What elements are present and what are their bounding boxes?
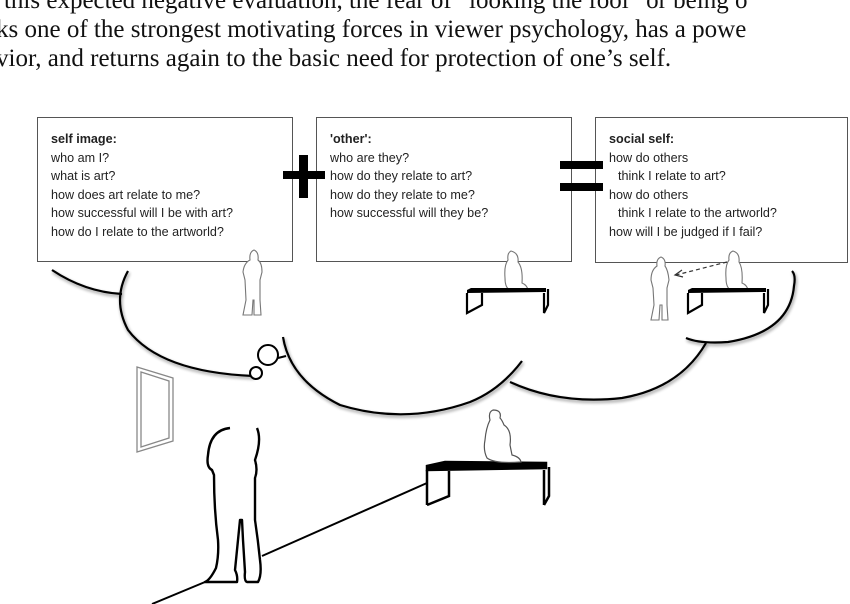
box-line: what is art? xyxy=(51,169,116,184)
bench xyxy=(425,460,551,507)
box-line: how do others xyxy=(609,150,689,165)
box-title: social self: xyxy=(609,132,675,146)
box-line: how do they relate to art? xyxy=(330,169,473,184)
box-line: how successful will they be? xyxy=(330,206,489,221)
box-line: who am I? xyxy=(51,150,110,165)
body-text-line: s this expected negative evaluation, the… xyxy=(0,0,748,14)
cloud-arc-left-top xyxy=(51,269,123,296)
viewer-silhouette xyxy=(203,426,262,584)
thought-cloud xyxy=(51,269,796,416)
social-self-box: social self: how do others think I relat… xyxy=(595,117,848,263)
cloud-arc-right-bottom xyxy=(509,342,707,401)
box-line: think I relate to art? xyxy=(618,169,726,184)
cloud-arc-left xyxy=(118,270,254,378)
box-line: how successful will I be with art? xyxy=(51,206,233,221)
box-line: who are they? xyxy=(330,150,410,165)
thought-bubble-small xyxy=(249,366,263,380)
box-title: self image: xyxy=(51,132,117,146)
box-line: think I relate to the artworld? xyxy=(618,206,777,221)
cloud-arc-right xyxy=(685,270,796,344)
box-line: how does art relate to me? xyxy=(51,187,201,202)
cloud-arc-center xyxy=(281,336,523,416)
box-line: how do I relate to the artworld? xyxy=(51,224,224,239)
thought-bubble-large xyxy=(257,344,279,366)
self-image-box: self image: who am I? what is art? how d… xyxy=(37,117,293,262)
floor-line xyxy=(151,482,428,604)
box-title: 'other': xyxy=(330,132,372,146)
body-text-line: ks one of the strongest motivating force… xyxy=(0,16,747,43)
box-line: how do others xyxy=(609,187,689,202)
other-box: 'other': who are they? how do they relat… xyxy=(316,117,572,262)
seated-person xyxy=(483,409,522,464)
thought-bubbles xyxy=(249,344,287,380)
picture-frame xyxy=(136,366,174,453)
body-text-line: vior, and returns again to the basic nee… xyxy=(0,45,672,72)
box-line: how will I be judged if I fail? xyxy=(609,224,763,239)
box-line: how do they relate to me? xyxy=(330,187,475,202)
